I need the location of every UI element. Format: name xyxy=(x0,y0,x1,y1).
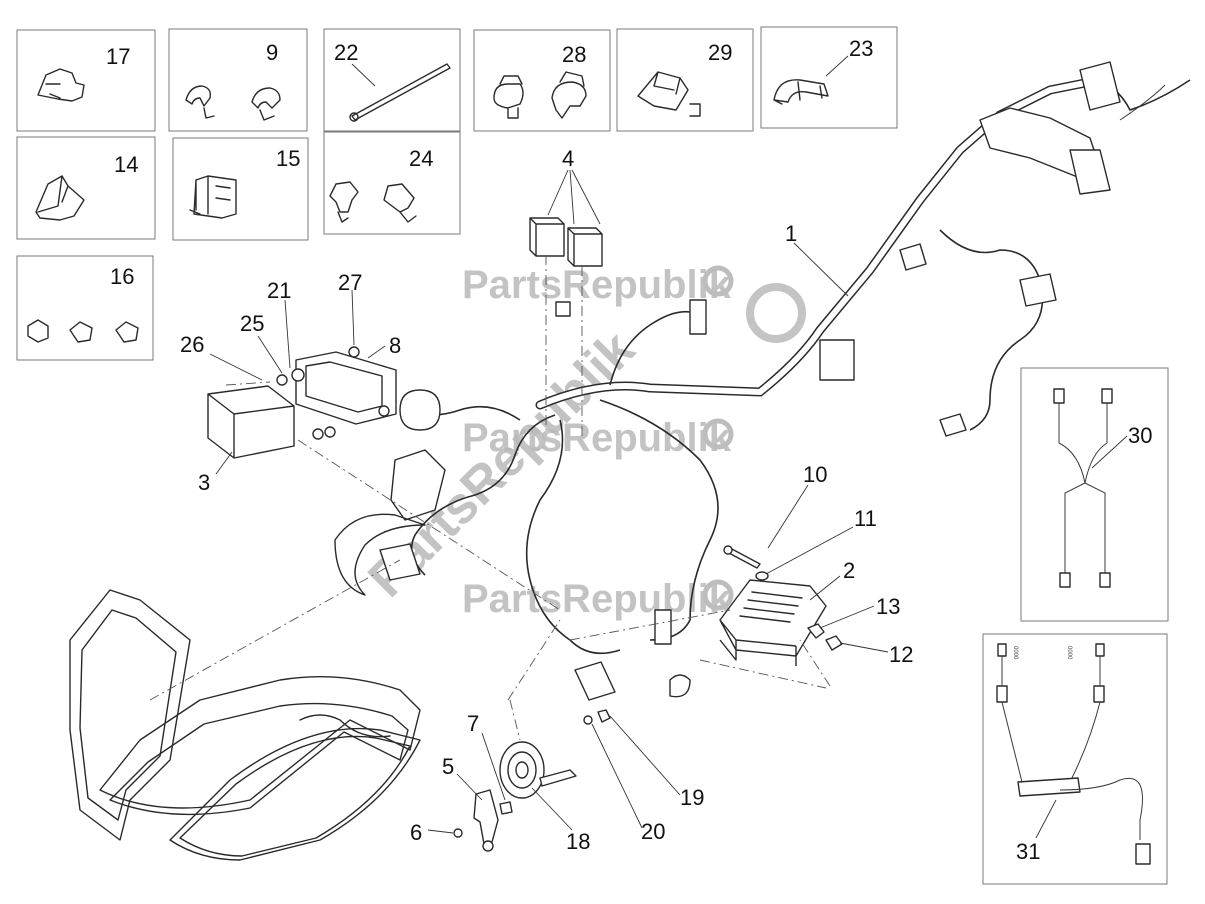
part-box-29: 29 xyxy=(616,28,754,132)
part-box-17: 17 xyxy=(16,29,156,132)
callout-24: 24 xyxy=(409,146,433,171)
callout-31: 31 xyxy=(1016,839,1040,864)
part-box-28: 28 xyxy=(473,29,611,132)
gear-icon xyxy=(702,579,734,611)
part-box-14: 14 xyxy=(16,136,156,240)
callout-11: 11 xyxy=(854,506,877,531)
gear-icon xyxy=(702,265,734,297)
svg-text:0000: 0000 xyxy=(1012,646,1018,660)
callout-7: 7 xyxy=(467,711,479,736)
callout-19: 19 xyxy=(680,785,704,810)
relays: 4 xyxy=(529,146,603,440)
part-box-24: 24 xyxy=(323,131,461,235)
part-box-23: 23 xyxy=(760,26,898,129)
callout-26: 26 xyxy=(180,332,204,357)
callout-20: 20 xyxy=(641,819,665,844)
callout-10: 10 xyxy=(803,462,827,487)
callout-29: 29 xyxy=(708,40,732,65)
callout-1: 1 xyxy=(785,221,797,246)
svg-text:0000: 0000 xyxy=(1066,646,1072,660)
part-box-22: 22 xyxy=(323,28,461,132)
part-box-9: 9 xyxy=(168,28,308,132)
callout-28: 28 xyxy=(562,42,586,67)
callout-13: 13 xyxy=(876,594,900,619)
callout-14: 14 xyxy=(114,152,138,177)
voltage-regulator-assembly: 10 11 2 13 12 xyxy=(569,462,913,689)
watermark-text-3: PartsRepublik xyxy=(462,577,732,621)
watermark-row-low: PartsRepublik xyxy=(462,577,734,621)
callout-27: 27 xyxy=(338,270,362,295)
callout-21: 21 xyxy=(267,278,291,303)
watermark-row-mid: PartsRepublik xyxy=(462,416,734,460)
watermark-row-top: PartsRepublik xyxy=(462,263,734,307)
callout-15: 15 xyxy=(276,146,300,171)
callout-23: 23 xyxy=(849,36,873,61)
headlight-assembly xyxy=(69,559,421,861)
callout-12: 12 xyxy=(889,642,913,667)
gear-icon xyxy=(702,418,734,450)
callout-22: 22 xyxy=(334,40,358,65)
part-box-30: 30 xyxy=(1020,367,1169,622)
main-wiring-harness: 1 xyxy=(334,61,1191,701)
watermark-text-1: PartsRepublik xyxy=(462,263,732,307)
horn-assembly: 7 5 6 18 19 20 xyxy=(410,619,704,854)
callout-2: 2 xyxy=(843,558,855,583)
gear-icon xyxy=(746,283,806,343)
callout-6: 6 xyxy=(410,820,422,845)
callout-8: 8 xyxy=(389,333,401,358)
callout-30: 30 xyxy=(1128,423,1152,448)
callout-5: 5 xyxy=(442,754,454,779)
callout-18: 18 xyxy=(566,829,590,854)
part-box-31: 0000 0000 31 xyxy=(982,633,1168,885)
part-box-15: 15 xyxy=(172,137,309,241)
ecu-assembly: 27 8 21 25 26 3 xyxy=(180,270,561,611)
part-box-16: 16 xyxy=(16,255,154,361)
callout-9: 9 xyxy=(266,40,278,65)
callout-3: 3 xyxy=(198,470,210,495)
callout-16: 16 xyxy=(110,264,134,289)
callout-25: 25 xyxy=(240,311,264,336)
watermark-text-2: PartsRepublik xyxy=(462,416,732,460)
callout-4: 4 xyxy=(562,146,574,171)
callout-17: 17 xyxy=(106,44,130,69)
